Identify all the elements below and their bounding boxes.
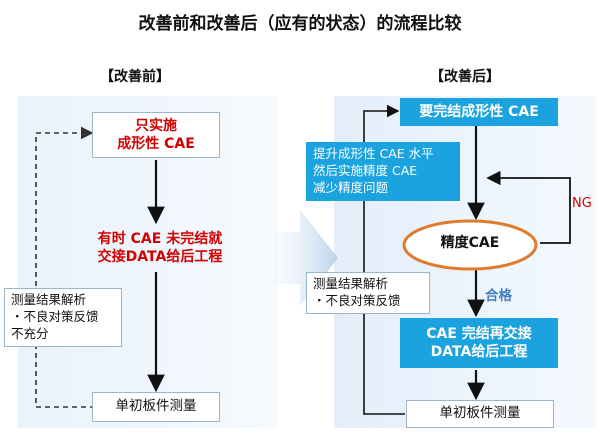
after-heading: 【改善后】	[430, 69, 500, 85]
decision-label: 精度CAE	[440, 235, 500, 251]
decision-ellipse	[402, 219, 538, 271]
before-step-cae-formability: 只实施 成形性 CAE	[92, 112, 220, 158]
before-feedback-note: 测量结果解析 ・不良对策反馈 不充分	[4, 288, 122, 347]
ng-label: NG	[572, 196, 592, 211]
page-title: 改善前和改善后（应有的状态）的流程比较	[138, 14, 462, 34]
after-step-measurement: 单初板件测量	[406, 400, 554, 428]
before-heading: 【改善前】	[100, 69, 170, 85]
after-feedback-loop	[363, 104, 405, 415]
after-feedback-note: 测量结果解析 ・不良对策反馈	[306, 272, 430, 314]
after-step-handover: CAE 完结再交接 DATA给后工程	[400, 318, 558, 368]
pass-label: 合格	[485, 288, 512, 304]
before-step-handover: 有时 CAE 未完结就 交接DATA给后工程	[97, 230, 223, 265]
before-feedback-loop	[35, 126, 95, 408]
after-improvement-note: 提升成形性 CAE 水平 然后实施精度 CAE 减少精度问题	[306, 142, 460, 201]
before-step-measurement: 单初板件测量	[92, 392, 220, 422]
after-ng-loop	[486, 170, 571, 244]
after-step-complete-cae: 要完结成形性 CAE	[400, 98, 558, 126]
